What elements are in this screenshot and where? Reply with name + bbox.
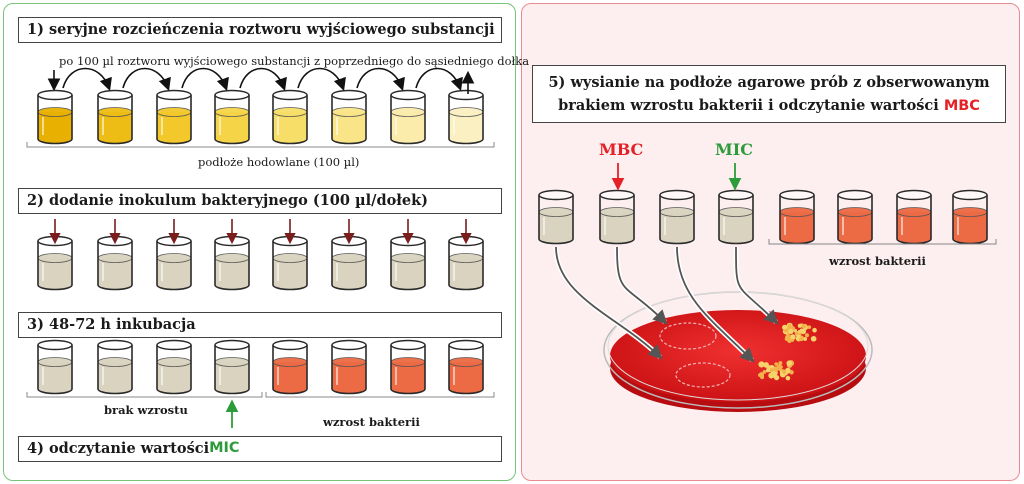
tube-inoculated	[390, 235, 426, 291]
colony	[790, 338, 795, 342]
tube-dilution	[448, 89, 484, 145]
colony	[772, 373, 777, 378]
step2-title: 2) dodanie inokulum bakteryjnego (100 µl…	[18, 188, 502, 214]
tube-inoculated	[156, 235, 192, 291]
tube-incubated	[97, 339, 133, 395]
growth-label-left: wzrost bakterii	[323, 415, 420, 429]
tube-incubated	[214, 339, 250, 395]
mic-highlight: MIC	[209, 440, 240, 457]
transfer-arrow	[62, 67, 112, 92]
colony	[762, 370, 767, 374]
tube-plated	[659, 189, 695, 245]
tube-dilution	[390, 89, 426, 145]
colony	[758, 361, 765, 368]
tube-dilution	[156, 89, 192, 145]
colony	[785, 375, 791, 381]
colony	[773, 366, 779, 372]
tube-plated	[952, 189, 988, 245]
petri-dish	[603, 291, 873, 412]
colony	[763, 362, 769, 368]
tube-incubated	[272, 339, 308, 395]
colony	[807, 325, 812, 330]
tube-plated	[718, 189, 754, 245]
tube-plated	[837, 189, 873, 245]
transfer-arrow	[356, 67, 405, 92]
no-growth-bracket	[26, 392, 263, 398]
plating-arrow	[616, 246, 668, 325]
step1-title: 1) seryjne rozcieńczenia roztworu wyjści…	[18, 17, 502, 43]
tube-plated	[538, 189, 574, 245]
colony	[796, 334, 801, 339]
colony	[769, 368, 774, 372]
tube-incubated	[37, 339, 73, 395]
transfer-arrow	[297, 67, 346, 92]
tube-plated	[779, 189, 815, 245]
tube-inoculated	[448, 235, 484, 291]
tube-plated	[896, 189, 932, 245]
colony	[778, 361, 783, 366]
step3-title: 3) 48-72 h inkubacja	[18, 312, 502, 338]
transfer-arrow	[122, 67, 171, 92]
colony	[812, 327, 817, 333]
medium-label: podłoże hodowlane (100 µl)	[198, 155, 360, 169]
colony	[774, 362, 779, 366]
transfer-arrow	[239, 67, 287, 92]
medium-bracket	[26, 142, 495, 148]
colony	[788, 328, 794, 334]
colony	[782, 369, 787, 374]
tube-dilution	[272, 89, 308, 145]
transfer-arrow	[181, 67, 229, 92]
tube-dilution	[214, 89, 250, 145]
left-panel	[3, 3, 516, 481]
colony	[797, 323, 802, 328]
colony	[784, 328, 789, 333]
colony	[768, 372, 775, 379]
step4-title: 4) odczytanie wartości MIC	[18, 436, 502, 462]
tube-dilution	[331, 89, 367, 145]
tube-incubated	[156, 339, 192, 395]
plating-arrow	[676, 246, 755, 363]
tube-dilution	[37, 89, 73, 145]
colony	[787, 323, 792, 328]
colony	[784, 337, 789, 341]
transfer-note: po 100 µl roztworu wyjściowego substancj…	[59, 54, 530, 68]
colony	[789, 370, 794, 375]
colony	[758, 373, 762, 377]
growth-label-right: wzrost bakterii	[829, 254, 926, 268]
colony	[789, 334, 796, 341]
tube-inoculated	[97, 235, 133, 291]
colony	[786, 360, 792, 366]
tube-inoculated	[214, 235, 250, 291]
mbc-highlight: MBC	[943, 98, 980, 114]
tube-incubated	[390, 339, 426, 395]
transfer-arrow	[415, 67, 463, 92]
tube-dilution	[97, 89, 133, 145]
no-growth-label: brak wzrostu	[104, 403, 188, 417]
tube-inoculated	[331, 235, 367, 291]
empty-spot-2	[675, 362, 731, 388]
tube-inoculated	[272, 235, 308, 291]
tube-incubated	[448, 339, 484, 395]
growth-bracket	[265, 392, 495, 398]
colony	[801, 324, 807, 329]
colony	[765, 368, 770, 373]
step5-title: 5) wysianie na podłoże agarowe prób z ob…	[532, 65, 1006, 123]
mbc-label: MBC	[599, 140, 644, 159]
mic-label: MIC	[715, 140, 753, 159]
colony	[797, 330, 801, 334]
colony	[804, 333, 809, 338]
colony	[803, 336, 808, 341]
tube-incubated	[331, 339, 367, 395]
colony	[801, 330, 805, 334]
tube-inoculated	[37, 235, 73, 291]
bacterial-colonies	[758, 322, 817, 381]
plating-arrow	[735, 246, 779, 325]
plating-arrow	[555, 246, 663, 360]
right-growth-bracket	[768, 239, 997, 245]
empty-spot-1	[659, 322, 717, 350]
tube-plated	[599, 189, 635, 245]
colony	[810, 335, 817, 342]
